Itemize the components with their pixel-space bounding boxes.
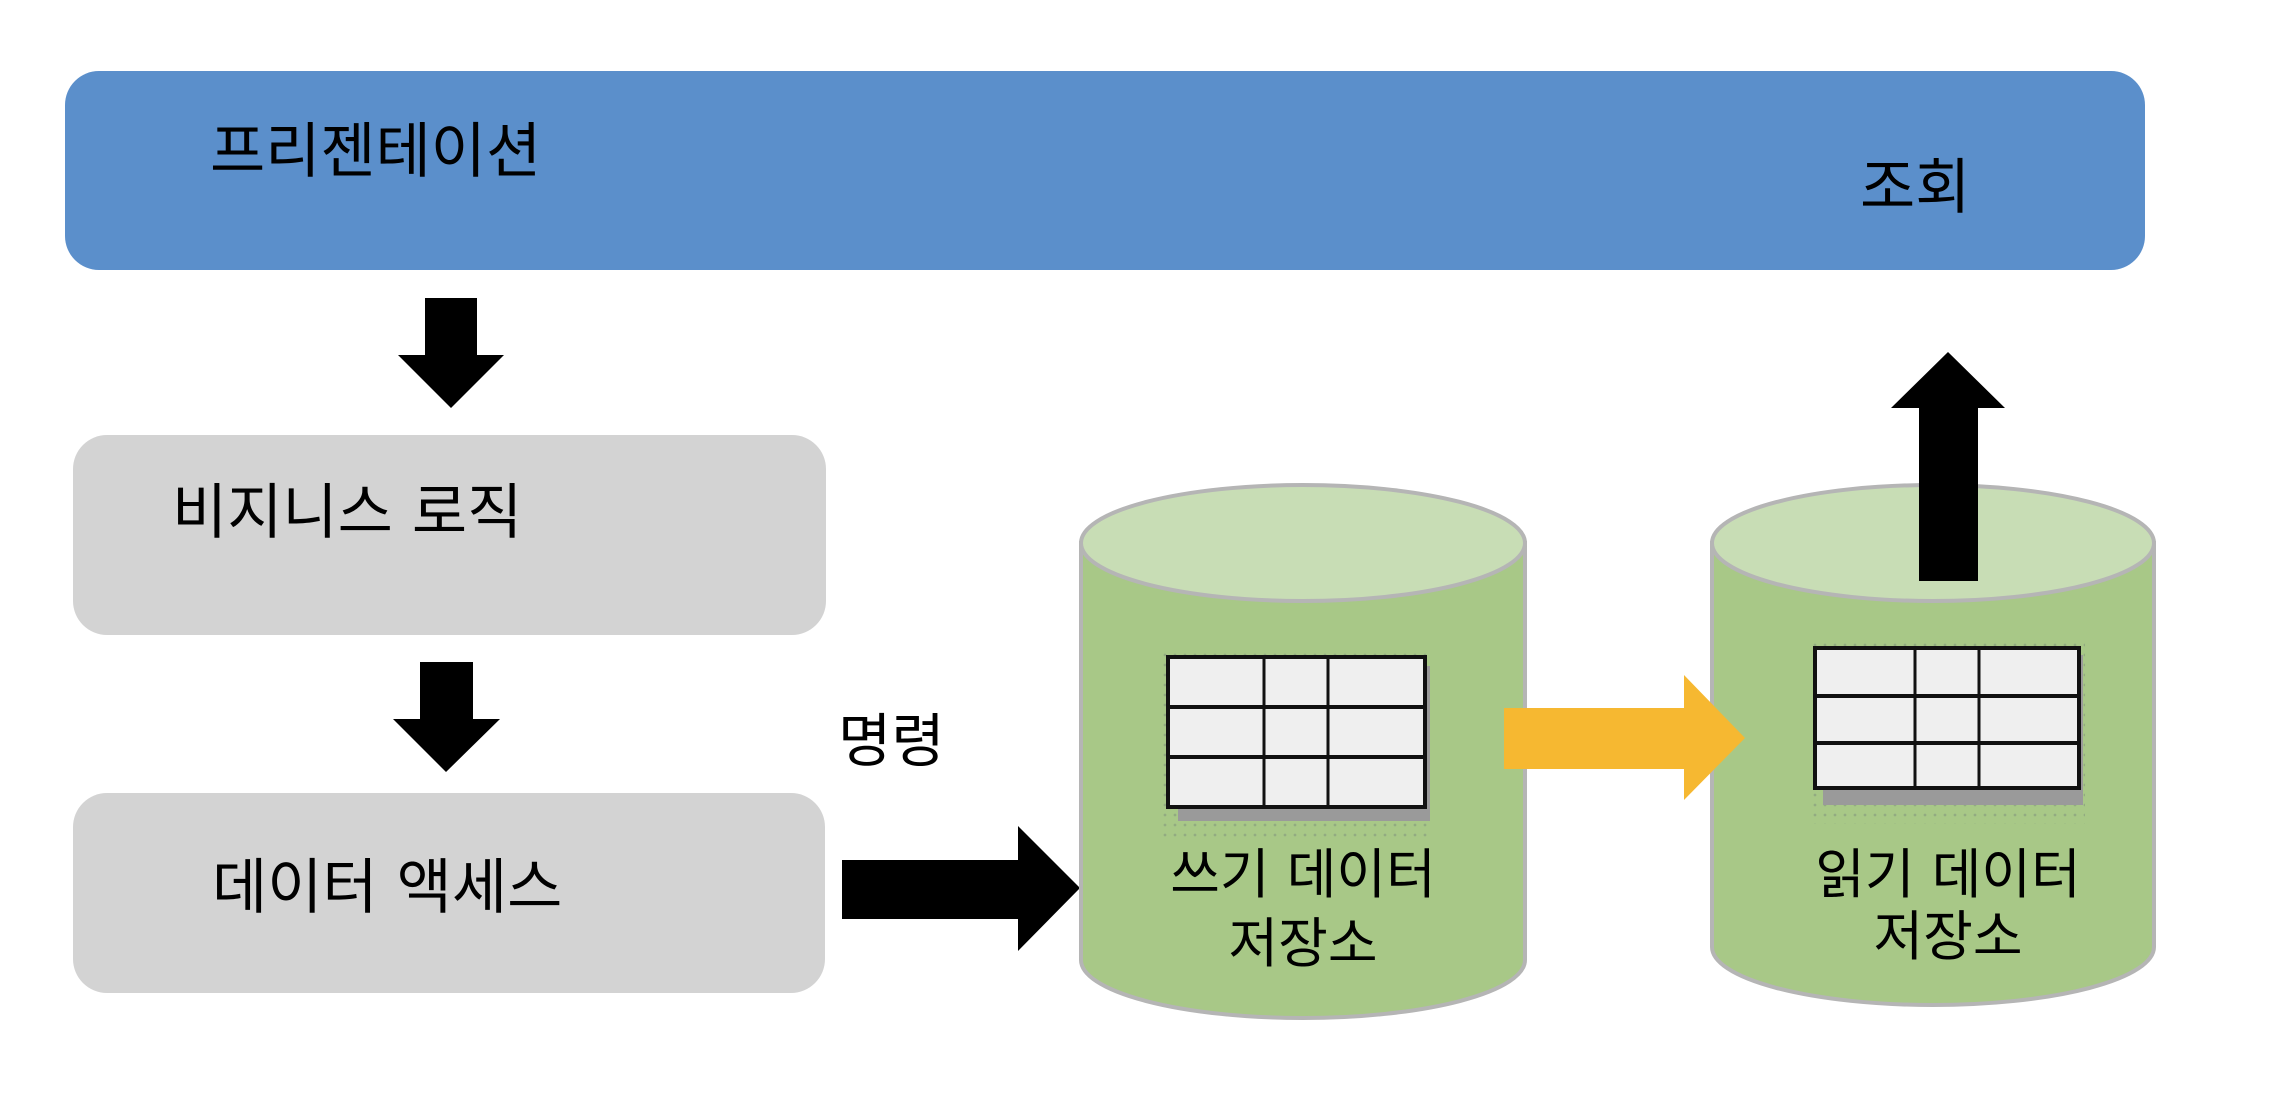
read-store-table-icon (1809, 643, 2085, 824)
read-store-label-line1: 읽기 데이터 (1815, 843, 2081, 906)
business-logic-label: 비지니스 로직 (172, 478, 523, 548)
data-access-label: 데이터 액세스 (212, 853, 563, 923)
write-store-label-line2: 저장소 (1228, 912, 1378, 975)
command-arrow (842, 826, 1080, 951)
read-store-label-line2: 저장소 (1873, 905, 2023, 968)
write-store-label-line1: 쓰기 데이터 (1170, 843, 1436, 906)
query-label: 조회 (1860, 153, 1971, 223)
data-access-layer-box (73, 793, 825, 993)
write-store-table-icon (1163, 651, 1430, 843)
presentation-layer-box (65, 71, 2145, 270)
down-arrow-presentation-to-business (398, 298, 504, 408)
command-label: 명령 (838, 707, 945, 775)
presentation-label: 프리젠테이션 (210, 117, 542, 187)
down-arrow-business-to-data-access (393, 662, 500, 772)
business-logic-layer-box (73, 435, 826, 635)
sync-arrow (1504, 675, 1745, 800)
query-arrow (1891, 352, 2005, 581)
